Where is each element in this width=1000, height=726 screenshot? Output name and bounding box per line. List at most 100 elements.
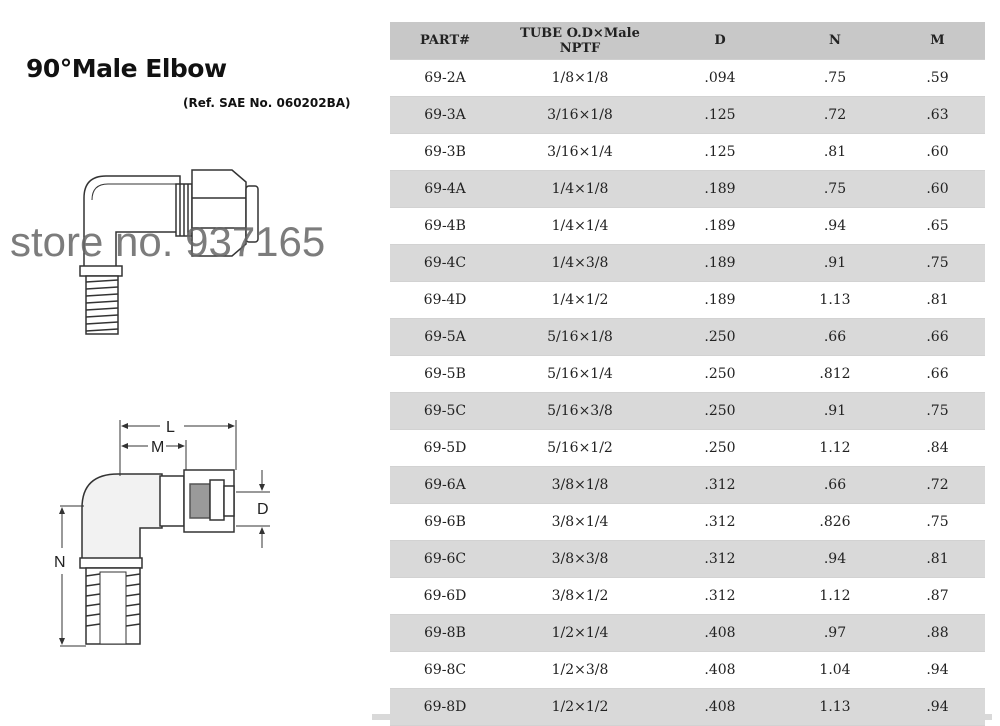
header-part: PART# <box>390 22 500 60</box>
part-number-cell: 69-4C <box>390 244 500 282</box>
n-value-cell: .94 <box>780 207 890 245</box>
part-number-cell: 69-8B <box>390 614 500 652</box>
dimension-label-d: D <box>257 501 269 518</box>
dimension-label-m: M <box>151 439 164 456</box>
n-value-cell: 1.12 <box>780 577 890 615</box>
m-value-cell: .81 <box>890 281 985 319</box>
n-value-cell: .97 <box>780 614 890 652</box>
d-value-cell: .312 <box>660 577 780 615</box>
m-value-cell: .88 <box>890 614 985 652</box>
d-value-cell: .408 <box>660 651 780 689</box>
product-title: 90°Male Elbow <box>26 54 227 83</box>
d-value-cell: .189 <box>660 170 780 208</box>
part-number-cell: 69-3B <box>390 133 500 171</box>
m-value-cell: .75 <box>890 503 985 541</box>
m-value-cell: .66 <box>890 355 985 393</box>
tube-size-cell: 3/8×1/2 <box>500 577 660 615</box>
elbow-section-drawing <box>79 469 235 645</box>
m-value-cell: .59 <box>890 59 985 97</box>
table-header-row: PART# TUBE O.D×Male NPTF D N M <box>390 22 985 60</box>
tube-size-cell: 1/2×1/4 <box>500 614 660 652</box>
table-bottom-band <box>372 714 992 720</box>
tube-size-cell: 5/16×1/4 <box>500 355 660 393</box>
elbow-drawings: L M N D <box>54 169 270 647</box>
dimension-label-l: L <box>166 419 175 436</box>
n-value-cell: .66 <box>780 318 890 356</box>
d-value-cell: .408 <box>660 614 780 652</box>
n-value-cell: .91 <box>780 392 890 430</box>
d-value-cell: .312 <box>660 466 780 504</box>
tube-size-cell: 3/16×1/4 <box>500 133 660 171</box>
tube-size-cell: 3/8×1/8 <box>500 466 660 504</box>
d-value-cell: .250 <box>660 392 780 430</box>
tube-size-cell: 3/8×1/4 <box>500 503 660 541</box>
d-value-cell: .312 <box>660 503 780 541</box>
n-value-cell: .812 <box>780 355 890 393</box>
part-number-cell: 69-6C <box>390 540 500 578</box>
m-value-cell: .72 <box>890 466 985 504</box>
tube-size-cell: 1/2×3/8 <box>500 651 660 689</box>
tube-size-cell: 3/16×1/8 <box>500 96 660 134</box>
store-watermark: store no. 937165 <box>10 218 326 265</box>
header-n: N <box>780 22 890 60</box>
part-number-cell: 69-4B <box>390 207 500 245</box>
m-value-cell: .66 <box>890 318 985 356</box>
elbow-3d-illustration <box>79 169 259 335</box>
d-value-cell: .250 <box>660 355 780 393</box>
tube-size-cell: 5/16×1/8 <box>500 318 660 356</box>
d-value-cell: .094 <box>660 59 780 97</box>
header-m: M <box>890 22 985 60</box>
m-value-cell: .84 <box>890 429 985 467</box>
m-value-cell: .63 <box>890 96 985 134</box>
tube-size-cell: 1/4×1/8 <box>500 170 660 208</box>
part-number-cell: 69-5B <box>390 355 500 393</box>
d-value-cell: .250 <box>660 318 780 356</box>
part-number-cell: 69-4A <box>390 170 500 208</box>
d-value-cell: .250 <box>660 429 780 467</box>
part-number-cell: 69-5D <box>390 429 500 467</box>
n-value-cell: .94 <box>780 540 890 578</box>
n-value-cell: .81 <box>780 133 890 171</box>
dimension-arrows <box>59 423 265 645</box>
m-value-cell: .87 <box>890 577 985 615</box>
m-value-cell: .94 <box>890 651 985 689</box>
m-value-cell: .60 <box>890 170 985 208</box>
d-value-cell: .125 <box>660 96 780 134</box>
tube-size-cell: 1/8×1/8 <box>500 59 660 97</box>
part-number-cell: 69-5A <box>390 318 500 356</box>
tube-size-cell: 1/4×1/2 <box>500 281 660 319</box>
d-value-cell: .125 <box>660 133 780 171</box>
part-number-cell: 69-5C <box>390 392 500 430</box>
n-value-cell: 1.04 <box>780 651 890 689</box>
n-value-cell: 1.12 <box>780 429 890 467</box>
d-value-cell: .189 <box>660 207 780 245</box>
n-value-cell: .826 <box>780 503 890 541</box>
part-number-cell: 69-2A <box>390 59 500 97</box>
n-value-cell: .75 <box>780 170 890 208</box>
header-tube-od: TUBE O.D×Male NPTF <box>500 22 660 60</box>
part-number-cell: 69-4D <box>390 281 500 319</box>
n-value-cell: .66 <box>780 466 890 504</box>
d-value-cell: .189 <box>660 281 780 319</box>
part-number-cell: 69-6B <box>390 503 500 541</box>
header-d: D <box>660 22 780 60</box>
part-number-cell: 69-6A <box>390 466 500 504</box>
n-value-cell: .75 <box>780 59 890 97</box>
